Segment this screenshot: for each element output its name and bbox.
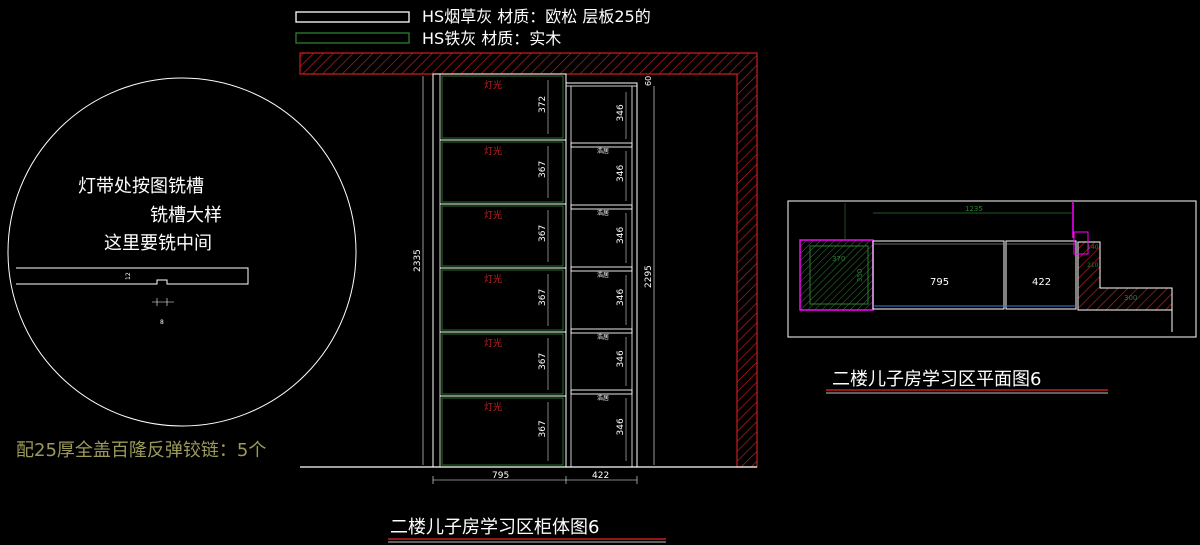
stone-label: 浩居 [597,147,609,155]
left-shelf-dim: 367 [538,225,548,242]
detail-circle [7,77,357,427]
left-shelves: 灯光 372 灯光 367 灯光 367 灯光 367 灯光 367 灯光 367 [440,75,566,466]
left-door-panel [441,141,564,203]
plan-dim-370: 370 [832,255,845,263]
plan-dim-795: 795 [930,277,949,288]
dim-width-795: 795 [492,471,509,481]
left-shelf-dim: 367 [538,161,548,178]
groove-detail: 灯带处按图铣槽 铣槽大样 这里要铣中间 12 8 [7,77,357,427]
right-shelves: 346 浩居 346 浩居 346 浩居 346 浩居 346 浩居 346 [570,92,633,461]
plan-post-detail [1073,231,1089,255]
dim-total-left: 2335 [413,249,423,272]
hinge-note: 配25厚全盖百隆反弹铰链：5个 [16,440,266,461]
legend-label-2: HS铁灰 材质：实木 [422,29,561,48]
plan-left-block-inner [809,245,869,305]
plan-dim-210: 210 [1087,262,1099,269]
right-shelf-dim: 346 [616,227,626,244]
left-shelf-dim: 367 [538,289,548,306]
elevation-title: 二楼儿子房学习区柜体图6 [390,517,599,538]
detail-note-line-2: 铣槽大样 [150,205,222,226]
detail-dim-12: 12 [125,272,132,280]
right-shelf [570,142,633,148]
left-shelf-dim: 367 [538,420,548,437]
stone-label: 浩居 [597,209,609,217]
plan-dim-422: 422 [1032,277,1051,288]
right-cabinet-top [565,82,638,87]
plan-cabinet-795 [872,240,1005,310]
plan-dim-1235: 1235 [965,205,983,213]
grooved-board [16,267,249,285]
light-label: 灯光 [484,79,502,91]
plan-dim-300: 300 [1124,294,1137,302]
stone-label: 浩居 [597,333,609,341]
plan-title: 二楼儿子房学习区平面图6 [832,369,1041,390]
right-shelf [570,266,633,272]
light-label: 灯光 [484,401,502,413]
cabinet-plan: 1235 795 422 370 350 140 210 300 二楼儿子房学习… [787,200,1197,394]
detail-note-line-3: 这里要铣中间 [104,233,212,254]
stone-label: 浩居 [597,271,609,279]
right-shelf-dim: 346 [616,165,626,182]
dim-60: 60 [644,76,653,86]
left-door-panel [441,333,564,395]
light-label: 灯光 [484,337,502,349]
left-door-panel [441,75,564,139]
legend: HS烟草灰 材质：欧松 层板25的 HS铁灰 材质：实木 [295,7,651,48]
right-shelf-dim: 346 [616,350,626,367]
cabinet-elevation: 灯光 372 灯光 367 灯光 367 灯光 367 灯光 367 灯光 367 346 浩居 346 浩… [299,52,758,543]
light-label: 灯光 [484,209,502,221]
right-shelf-dim: 346 [616,418,626,435]
plan-wall-hatch [1077,241,1173,311]
left-shelf-dim: 367 [538,353,548,370]
legend-swatch-tobacco-gray [295,11,410,23]
detail-note-line-1: 灯带处按图铣槽 [78,176,204,197]
dim-width-422: 422 [592,471,609,481]
wall-hatch [299,52,758,468]
right-shelf-dim: 346 [616,289,626,306]
plan-dim-140: 140 [1087,244,1099,251]
stone-label: 浩居 [597,394,609,402]
plan-cabinet-422 [1005,240,1077,310]
right-shelf-dim: 346 [616,104,626,121]
right-shelf [570,389,633,395]
light-label: 灯光 [484,273,502,285]
plan-dim-350: 350 [856,269,864,282]
legend-swatch-iron-gray [295,32,410,44]
legend-label-1: HS烟草灰 材质：欧松 层板25的 [422,7,651,26]
plan-left-block [799,239,874,311]
light-label: 灯光 [484,145,502,157]
right-shelf [570,328,633,334]
plan-frame [787,200,1197,338]
left-door-panel [441,269,564,331]
right-shelf [570,204,633,210]
detail-dim-8: 8 [160,319,164,326]
left-shelf-dim: 372 [538,96,548,113]
dim-total-right: 2295 [644,265,654,288]
left-door-panel [441,397,564,466]
left-door-panel [441,205,564,267]
